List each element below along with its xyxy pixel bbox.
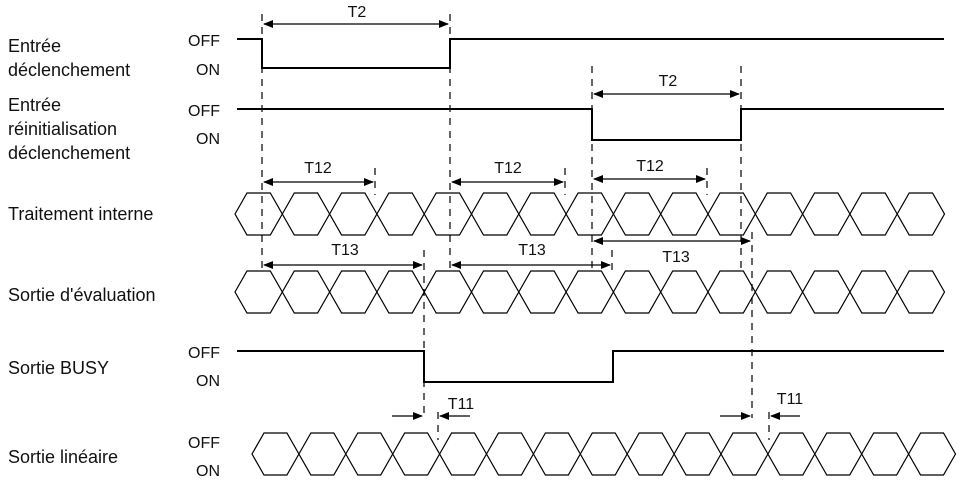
internal-processing-segment bbox=[281, 192, 331, 236]
linear-output-segment bbox=[767, 432, 816, 476]
linear-output-segment bbox=[861, 432, 910, 476]
evaluation-output-bus bbox=[234, 270, 946, 314]
linear-output-segment bbox=[345, 432, 394, 476]
evaluation-output-segment bbox=[849, 270, 898, 314]
t12-label-1: T12 bbox=[304, 160, 332, 177]
t13-annotation-2: T13 bbox=[451, 242, 611, 269]
internal-processing-segment bbox=[754, 192, 804, 236]
linear-output-segment bbox=[579, 432, 628, 476]
evaluation-output-segment bbox=[518, 270, 567, 314]
label-trigger-line2: déclenchement bbox=[8, 60, 130, 80]
t11-label-2: T11 bbox=[777, 391, 803, 408]
t13-annotation-1: T13 bbox=[263, 242, 423, 269]
evaluation-output-segment bbox=[423, 270, 473, 314]
t12-label-3: T12 bbox=[636, 158, 664, 175]
t13-annotation-3: T13 bbox=[593, 237, 751, 266]
t2-annotation-2: T2 bbox=[593, 73, 740, 98]
reset-waveform bbox=[237, 108, 944, 141]
label-busy: Sortie BUSY bbox=[8, 358, 109, 378]
internal-processing-segment bbox=[518, 192, 567, 236]
evaluation-output-segment bbox=[896, 270, 946, 314]
label-trigger: Entrée déclenchement bbox=[8, 36, 130, 80]
label-linear: Sortie linéaire bbox=[8, 447, 118, 467]
trigger-off-label: OFF bbox=[188, 33, 220, 50]
t12-annotation-3: T12 bbox=[593, 158, 706, 183]
label-reset-line1: Entrée bbox=[8, 95, 61, 115]
linear-output-segment bbox=[907, 432, 957, 476]
label-reset-line3: déclenchement bbox=[8, 143, 130, 163]
linear-output-segment bbox=[438, 432, 488, 476]
reset-off-label: OFF bbox=[188, 103, 220, 120]
linear-output-segment bbox=[392, 432, 441, 476]
label-reset: Entrée réinitialisation déclenchement bbox=[8, 95, 130, 163]
evaluation-output-segment bbox=[801, 270, 851, 314]
t12-annotation-2: T12 bbox=[451, 160, 564, 186]
evaluation-output-segment bbox=[470, 270, 520, 314]
t11-label-1: T11 bbox=[448, 396, 474, 413]
label-trigger-line1: Entrée bbox=[8, 36, 61, 56]
t12-annotation-1: T12 bbox=[263, 160, 374, 186]
linear-output-segment bbox=[673, 432, 722, 476]
linear-output-segment bbox=[298, 432, 347, 476]
linear-off-label: OFF bbox=[188, 435, 220, 452]
internal-processing-segment bbox=[234, 192, 283, 236]
trigger-on-label: ON bbox=[196, 62, 220, 79]
evaluation-output-segment bbox=[234, 270, 283, 314]
linear-output-segment bbox=[626, 432, 675, 476]
t2-annotation-1: T2 bbox=[263, 4, 449, 28]
internal-processing-segment bbox=[470, 192, 520, 236]
linear-output-segment bbox=[251, 432, 300, 476]
evaluation-output-segment bbox=[707, 270, 756, 314]
internal-processing-segment bbox=[660, 192, 709, 236]
label-reset-line2: réinitialisation bbox=[8, 119, 117, 139]
label-internal: Traitement interne bbox=[8, 204, 153, 224]
busy-off-label: OFF bbox=[188, 345, 220, 362]
t13-label-3: T13 bbox=[662, 249, 690, 266]
reset-on-label: ON bbox=[196, 131, 220, 148]
linear-output-segment bbox=[720, 432, 769, 476]
evaluation-output-segment bbox=[565, 270, 615, 314]
linear-output-bus bbox=[251, 432, 957, 476]
linear-output-segment bbox=[532, 432, 581, 476]
trigger-waveform bbox=[237, 38, 944, 69]
t11-annotation-2: T11 bbox=[720, 391, 803, 420]
t13-label-1: T13 bbox=[331, 242, 359, 259]
t13-label-2: T13 bbox=[518, 242, 546, 259]
evaluation-output-segment bbox=[281, 270, 331, 314]
evaluation-output-segment bbox=[660, 270, 709, 314]
internal-processing-segment bbox=[849, 192, 898, 236]
internal-processing-bus bbox=[234, 192, 946, 236]
reference-lines bbox=[261, 14, 770, 440]
busy-on-label: ON bbox=[196, 373, 220, 390]
internal-processing-segment bbox=[896, 192, 946, 236]
evaluation-output-segment bbox=[754, 270, 804, 314]
internal-processing-segment bbox=[423, 192, 473, 236]
evaluation-output-segment bbox=[376, 270, 425, 314]
busy-waveform bbox=[237, 350, 944, 383]
t12-label-2: T12 bbox=[494, 160, 522, 177]
internal-processing-segment bbox=[707, 192, 756, 236]
internal-processing-segment bbox=[565, 192, 615, 236]
internal-processing-segment bbox=[801, 192, 851, 236]
label-evaluation: Sortie d'évaluation bbox=[8, 285, 156, 305]
linear-on-label: ON bbox=[196, 463, 220, 480]
linear-output-segment bbox=[814, 432, 863, 476]
t2-label-2: T2 bbox=[659, 73, 678, 90]
internal-processing-segment bbox=[328, 192, 378, 236]
internal-processing-segment bbox=[612, 192, 662, 236]
t2-label-1: T2 bbox=[348, 4, 367, 21]
linear-output-segment bbox=[485, 432, 535, 476]
evaluation-output-segment bbox=[328, 270, 378, 314]
t11-annotation-1: T11 bbox=[392, 396, 474, 420]
evaluation-output-segment bbox=[612, 270, 662, 314]
internal-processing-segment bbox=[376, 192, 425, 236]
